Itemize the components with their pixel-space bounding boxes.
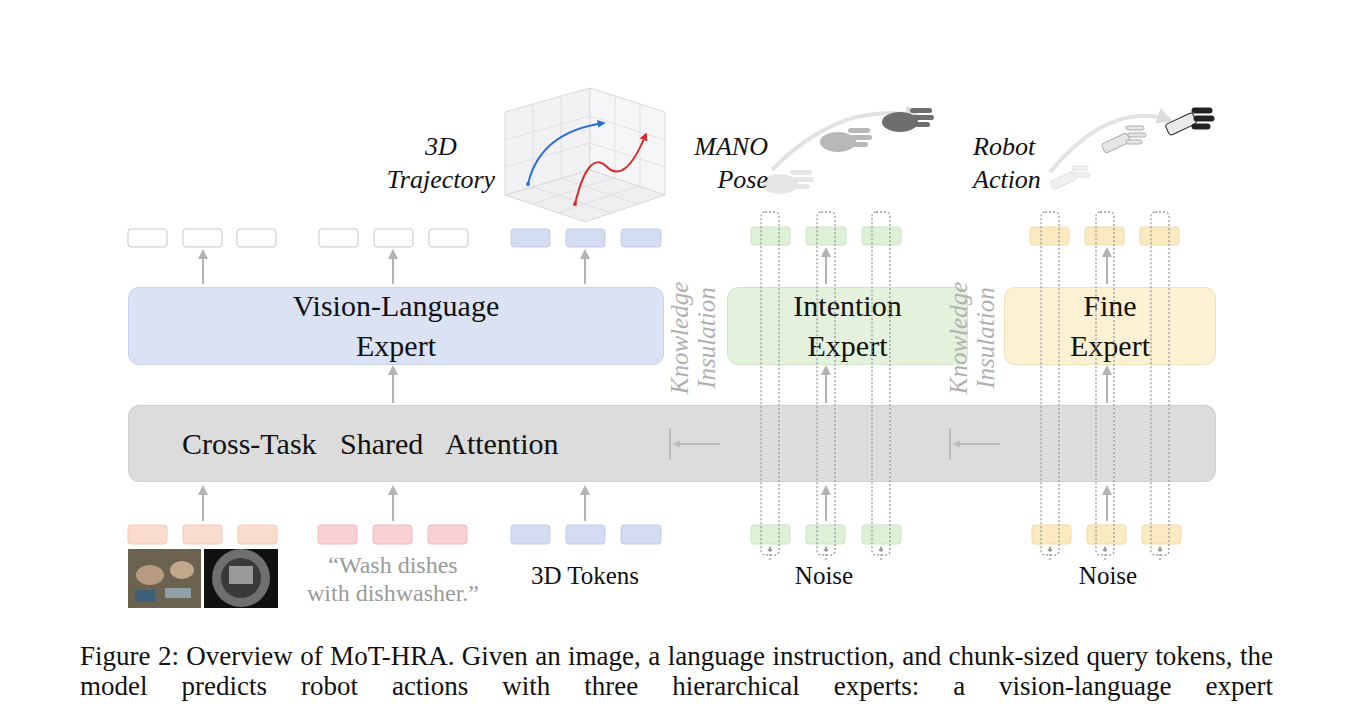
input-label: Noise bbox=[764, 561, 884, 591]
instruction-text: “Wash dishes with dishwasher.” bbox=[304, 551, 482, 607]
expert-title: Fine Expert bbox=[1050, 286, 1170, 366]
connector-arrow bbox=[825, 367, 827, 403]
output-label: Robot Action bbox=[973, 130, 1055, 196]
input-tokens bbox=[128, 525, 1181, 544]
input-label: 3D Tokens bbox=[505, 561, 665, 591]
expert-box: Fine Expert bbox=[1004, 287, 1216, 365]
insulation-label: Knowledge Insulation bbox=[945, 273, 999, 403]
robot-hand-sequence bbox=[1050, 108, 1214, 190]
expert-title: Intention Expert bbox=[773, 286, 923, 366]
hand-sequence bbox=[762, 108, 934, 194]
trajectory-plot bbox=[505, 88, 665, 222]
expert-box: Intention Expert bbox=[727, 287, 968, 365]
expert-box: Vision-Language Expert bbox=[128, 287, 664, 365]
output-label: 3D Trajectory bbox=[378, 130, 504, 196]
expert-title: Vision-Language Expert bbox=[276, 286, 516, 366]
output-label: MANO Pose bbox=[676, 130, 768, 196]
query-loops bbox=[761, 212, 1169, 560]
insulation-label: Knowledge Insulation bbox=[666, 273, 720, 403]
attention-band: Cross-Task Shared Attention bbox=[128, 405, 1216, 482]
connector-arrow bbox=[392, 367, 394, 403]
input-label: Noise bbox=[1048, 561, 1168, 591]
connector-arrow bbox=[1106, 367, 1108, 403]
figure-caption: Figure 2: Overview of MoT-HRA. Given an … bbox=[80, 641, 1273, 701]
band-title: Cross-Task Shared Attention bbox=[182, 424, 559, 464]
output-tokens bbox=[128, 227, 1179, 247]
input-images bbox=[128, 549, 278, 608]
